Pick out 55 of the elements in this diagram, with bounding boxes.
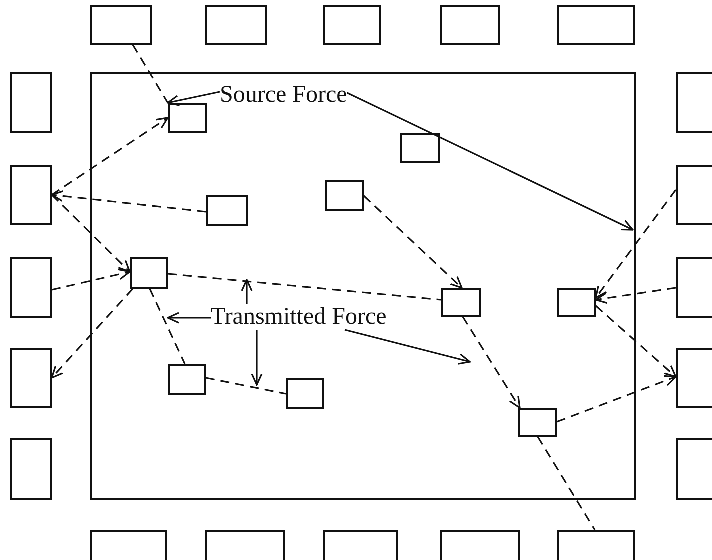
block-outline (676, 438, 712, 500)
block-outline (10, 72, 52, 133)
force-line (206, 377, 286, 395)
block-outline (325, 180, 364, 211)
force-line (51, 288, 134, 379)
block-outline (440, 530, 520, 560)
block-outline (168, 103, 207, 133)
force-line (51, 190, 206, 213)
force-line (595, 190, 677, 299)
block-outline (676, 165, 712, 225)
force-line (462, 316, 521, 409)
block-outline (557, 530, 635, 560)
block-outline (205, 5, 267, 45)
force-line (363, 195, 463, 289)
block-outline (206, 195, 248, 226)
block-outline (10, 348, 52, 408)
leader-arrow (167, 312, 211, 324)
force-line (537, 436, 596, 530)
block-outline (168, 364, 206, 395)
force-line (52, 268, 131, 291)
block-outline (676, 348, 712, 408)
force-line (52, 117, 169, 196)
leader-arrow (167, 91, 220, 106)
leader-arrow (346, 92, 634, 231)
block-outline (676, 257, 712, 318)
block-outline (323, 5, 381, 45)
block-outline (90, 5, 152, 45)
block-outline (518, 408, 557, 437)
block-outline (557, 288, 596, 317)
leader-arrow (344, 329, 471, 365)
force-label: Source Force (220, 82, 348, 108)
block-outline (440, 5, 500, 45)
force-line (595, 287, 676, 304)
region-outline (90, 72, 636, 500)
force-line (132, 44, 169, 104)
block-outline (676, 72, 712, 133)
force-line (149, 288, 186, 364)
leader-arrow (241, 279, 253, 304)
block-outline (557, 5, 635, 45)
force-line (556, 375, 677, 423)
block-outline (286, 378, 324, 409)
block-outline (90, 530, 167, 560)
block-outline (130, 257, 168, 289)
block-outline (10, 438, 52, 500)
block-outline (441, 288, 481, 317)
leader-arrow (251, 330, 263, 386)
block-outline (205, 530, 285, 560)
force-line (51, 194, 131, 273)
block-outline (10, 165, 52, 225)
block-outline (323, 530, 398, 560)
block-outline (400, 133, 440, 163)
block-outline (10, 257, 52, 318)
force-line (168, 273, 442, 301)
force-line (595, 305, 677, 378)
force-label: Transmitted Force (211, 304, 387, 330)
